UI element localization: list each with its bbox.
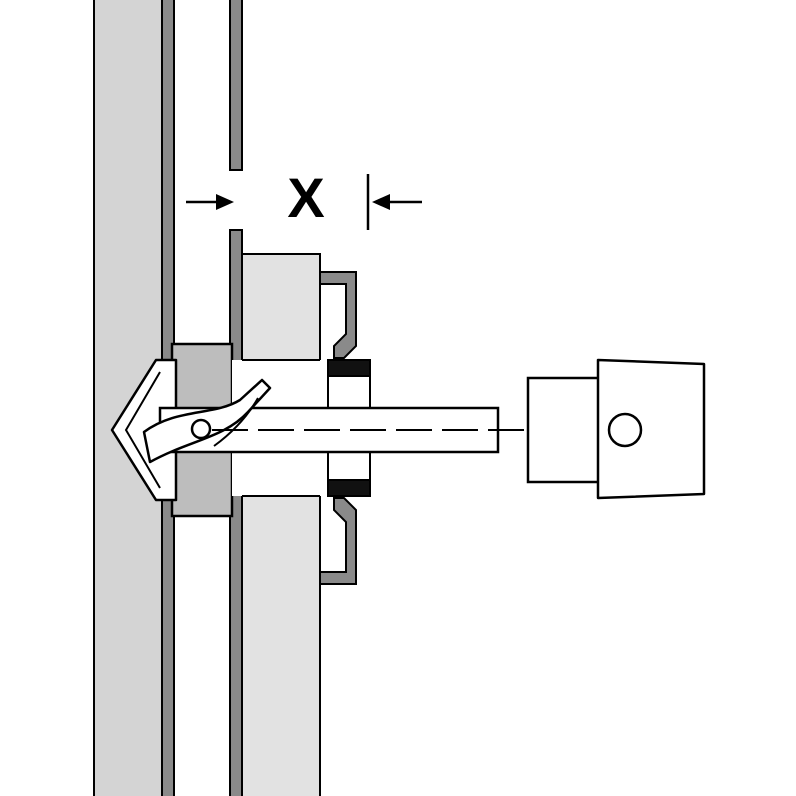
upper-clamp-bracket bbox=[319, 271, 357, 359]
setting-tool-socket bbox=[526, 376, 602, 484]
dimension-right-arrow-icon bbox=[372, 194, 390, 210]
dimension-x-label: X bbox=[287, 166, 325, 229]
lower-seal bbox=[327, 479, 371, 497]
setting-tool-pin bbox=[607, 412, 643, 448]
dimension-left-arrow-icon bbox=[216, 194, 234, 210]
upper-seal-washer bbox=[327, 375, 371, 409]
spring-toggle-lower bbox=[213, 397, 259, 447]
toggle-wing-head bbox=[110, 358, 178, 502]
lower-clamp-bracket bbox=[319, 497, 357, 585]
toggle-pivot-pin bbox=[190, 418, 212, 440]
attached-panel bbox=[241, 253, 321, 796]
setting-tool-handle bbox=[596, 358, 706, 500]
lower-seal-washer bbox=[327, 451, 371, 481]
upper-seal bbox=[327, 359, 371, 377]
outer-board-upper bbox=[229, 0, 243, 171]
toggle-wing-inner bbox=[124, 371, 161, 489]
